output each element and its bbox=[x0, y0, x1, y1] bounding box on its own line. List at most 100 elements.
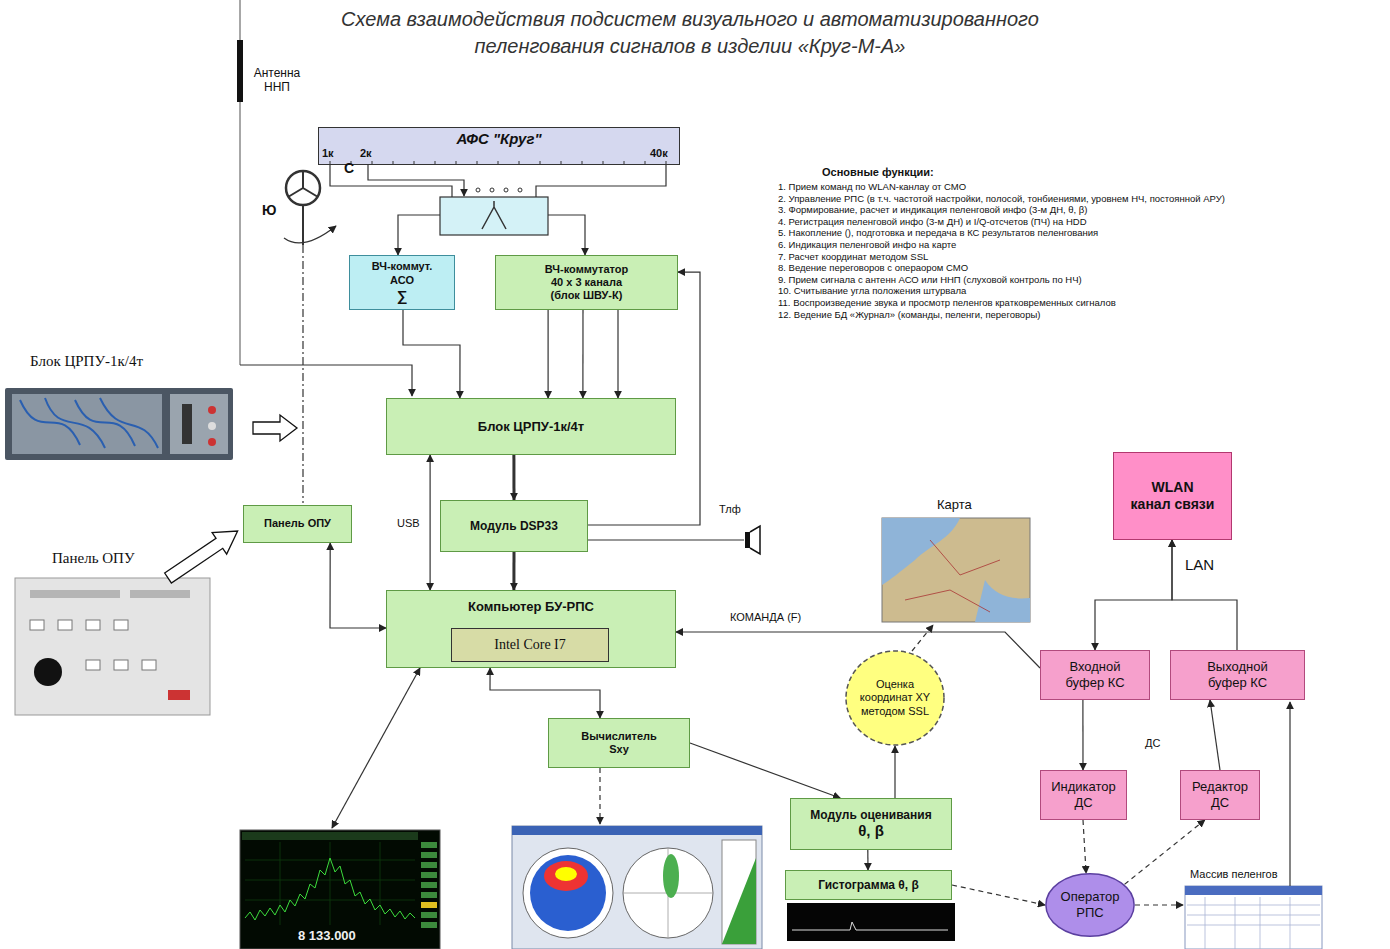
node-text: Гистограмма θ, β bbox=[818, 878, 919, 892]
photo-connector bbox=[182, 404, 192, 444]
panel-button bbox=[86, 660, 100, 670]
spectrum-screenshot bbox=[240, 830, 440, 949]
function-item: 11. Воспроизведение звука и просмотр пел… bbox=[778, 297, 1116, 308]
channel-label: 40к bbox=[650, 147, 668, 160]
list-heading: Основные функции: bbox=[822, 166, 934, 179]
rf-switch-box: ВЧ-коммут. АСО∑ bbox=[349, 255, 455, 310]
node-text: Входной буфер КС bbox=[1055, 659, 1135, 690]
antenna-array-band: АФС "Круг" bbox=[318, 127, 680, 165]
node-text: Блок ЦРПУ-1к/4т bbox=[478, 419, 584, 435]
dot-symbol bbox=[504, 188, 508, 192]
dsp-module-box: Модуль DSP33 bbox=[440, 500, 588, 552]
polar-screenshot bbox=[512, 826, 762, 949]
map-picture bbox=[882, 518, 1030, 622]
antenna-label: Антенна ННП bbox=[246, 66, 308, 95]
polar-plot bbox=[623, 848, 713, 938]
polar-crosshair bbox=[623, 848, 713, 938]
node-text: WLAN bbox=[1152, 479, 1194, 496]
connector bbox=[617, 310, 618, 398]
direction-label: Ю bbox=[262, 202, 276, 219]
function-item: 8. Ведение переговоров с операором СМО bbox=[778, 262, 968, 273]
connector bbox=[582, 310, 583, 398]
connector bbox=[952, 885, 1045, 905]
function-item: 3. Формирование, расчет и индикация пеле… bbox=[778, 204, 1087, 215]
link-label: ДС bbox=[1145, 737, 1160, 750]
connector bbox=[867, 850, 868, 870]
computer-box: Компьютер БУ-РПСIntel Core I7 bbox=[386, 590, 676, 668]
estimator-box: Модуль оцениванияθ, β bbox=[790, 798, 952, 850]
editor-box: Редактор ДС bbox=[1180, 770, 1260, 820]
connector-label: КОМАНДА (F) bbox=[728, 611, 803, 624]
table-grid bbox=[1187, 897, 1320, 949]
spectrum-grid bbox=[245, 842, 415, 925]
node-text: Intel Core I7 bbox=[494, 637, 566, 654]
dot-symbol bbox=[490, 188, 494, 192]
connector bbox=[1172, 540, 1237, 650]
antenna-band-fill bbox=[318, 127, 680, 165]
connector bbox=[536, 165, 666, 255]
photo-knob bbox=[208, 438, 216, 446]
level-fill bbox=[722, 858, 756, 944]
node-text: Панель ОПУ bbox=[264, 517, 331, 530]
antenna-bar bbox=[237, 40, 243, 102]
spectrum-buttons bbox=[421, 842, 437, 928]
node-text: АФС "Круг" bbox=[456, 130, 541, 148]
operator-ellipse: Оператор РПС bbox=[1045, 873, 1135, 937]
phone-label: Тлф bbox=[719, 503, 741, 516]
node-text: Оценка координат XY методом SSL bbox=[856, 678, 934, 718]
photo-caption: Панель ОПУ bbox=[52, 549, 135, 567]
polar-field bbox=[530, 855, 606, 931]
phone-wire bbox=[588, 539, 744, 540]
map-sea bbox=[882, 518, 960, 585]
receiver-cables bbox=[20, 398, 158, 448]
spectrum-toolbar bbox=[242, 832, 418, 840]
node-text: Модуль оценивания bbox=[810, 808, 931, 822]
photo-knob bbox=[208, 422, 216, 430]
connector bbox=[1083, 820, 1086, 873]
buffer-box: Входной буфер КС bbox=[1040, 650, 1150, 700]
node-text: θ, β bbox=[858, 822, 884, 840]
panel-button bbox=[86, 620, 100, 630]
panel-photo bbox=[15, 578, 210, 715]
function-item: 5. Накопление (), подготовка и передача … bbox=[778, 227, 1098, 238]
hollow-arrow bbox=[161, 520, 245, 589]
indicator-box: Индикатор ДС bbox=[1040, 770, 1127, 820]
histogram-trace bbox=[792, 922, 948, 930]
node-text: ВЧ-коммут. АСО bbox=[366, 260, 438, 286]
window-titlebar bbox=[512, 826, 762, 835]
panel-knob bbox=[34, 658, 62, 686]
dot-symbol bbox=[476, 188, 480, 192]
receiver-photo bbox=[5, 388, 233, 460]
function-item: 1. Прием команд по WLAN-канлау от СМО bbox=[778, 181, 966, 192]
node-text: Вычислитель Sxy bbox=[575, 730, 663, 756]
splitter-box bbox=[440, 197, 548, 235]
headphone-symbol bbox=[745, 532, 750, 548]
channel-label: 1к bbox=[322, 147, 334, 160]
connector bbox=[690, 743, 840, 798]
connector bbox=[490, 668, 600, 718]
level-bar bbox=[722, 840, 756, 944]
dashed-link bbox=[599, 768, 600, 824]
connector bbox=[894, 746, 895, 798]
channel-label: 2к bbox=[360, 147, 372, 160]
connector-label: LAN bbox=[1183, 556, 1216, 574]
panel-display bbox=[130, 590, 190, 598]
frequency-readout: 8 133.000 bbox=[298, 928, 356, 944]
panel-switch bbox=[168, 690, 190, 700]
panel-button bbox=[30, 620, 44, 630]
table-titlebar bbox=[1185, 886, 1322, 895]
buffer-box: Выходной буфер КС bbox=[1170, 650, 1305, 700]
function-item: 2. Управление РПС (в т.ч. частотой настр… bbox=[778, 193, 1225, 204]
connector bbox=[403, 310, 460, 398]
node-text: Индикатор ДС bbox=[1047, 779, 1120, 810]
map-borders bbox=[905, 540, 1000, 612]
node-text: Редактор ДС bbox=[1187, 779, 1253, 810]
rotation-arrow bbox=[284, 226, 336, 243]
polar-blob bbox=[544, 861, 588, 891]
connector-label: USB bbox=[395, 517, 422, 530]
table-caption: Массив пеленгов bbox=[1190, 868, 1278, 881]
receiver-box: Блок ЦРПУ-1к/4т bbox=[386, 398, 676, 455]
polar-plot bbox=[523, 848, 613, 938]
photo-knob bbox=[208, 406, 216, 414]
